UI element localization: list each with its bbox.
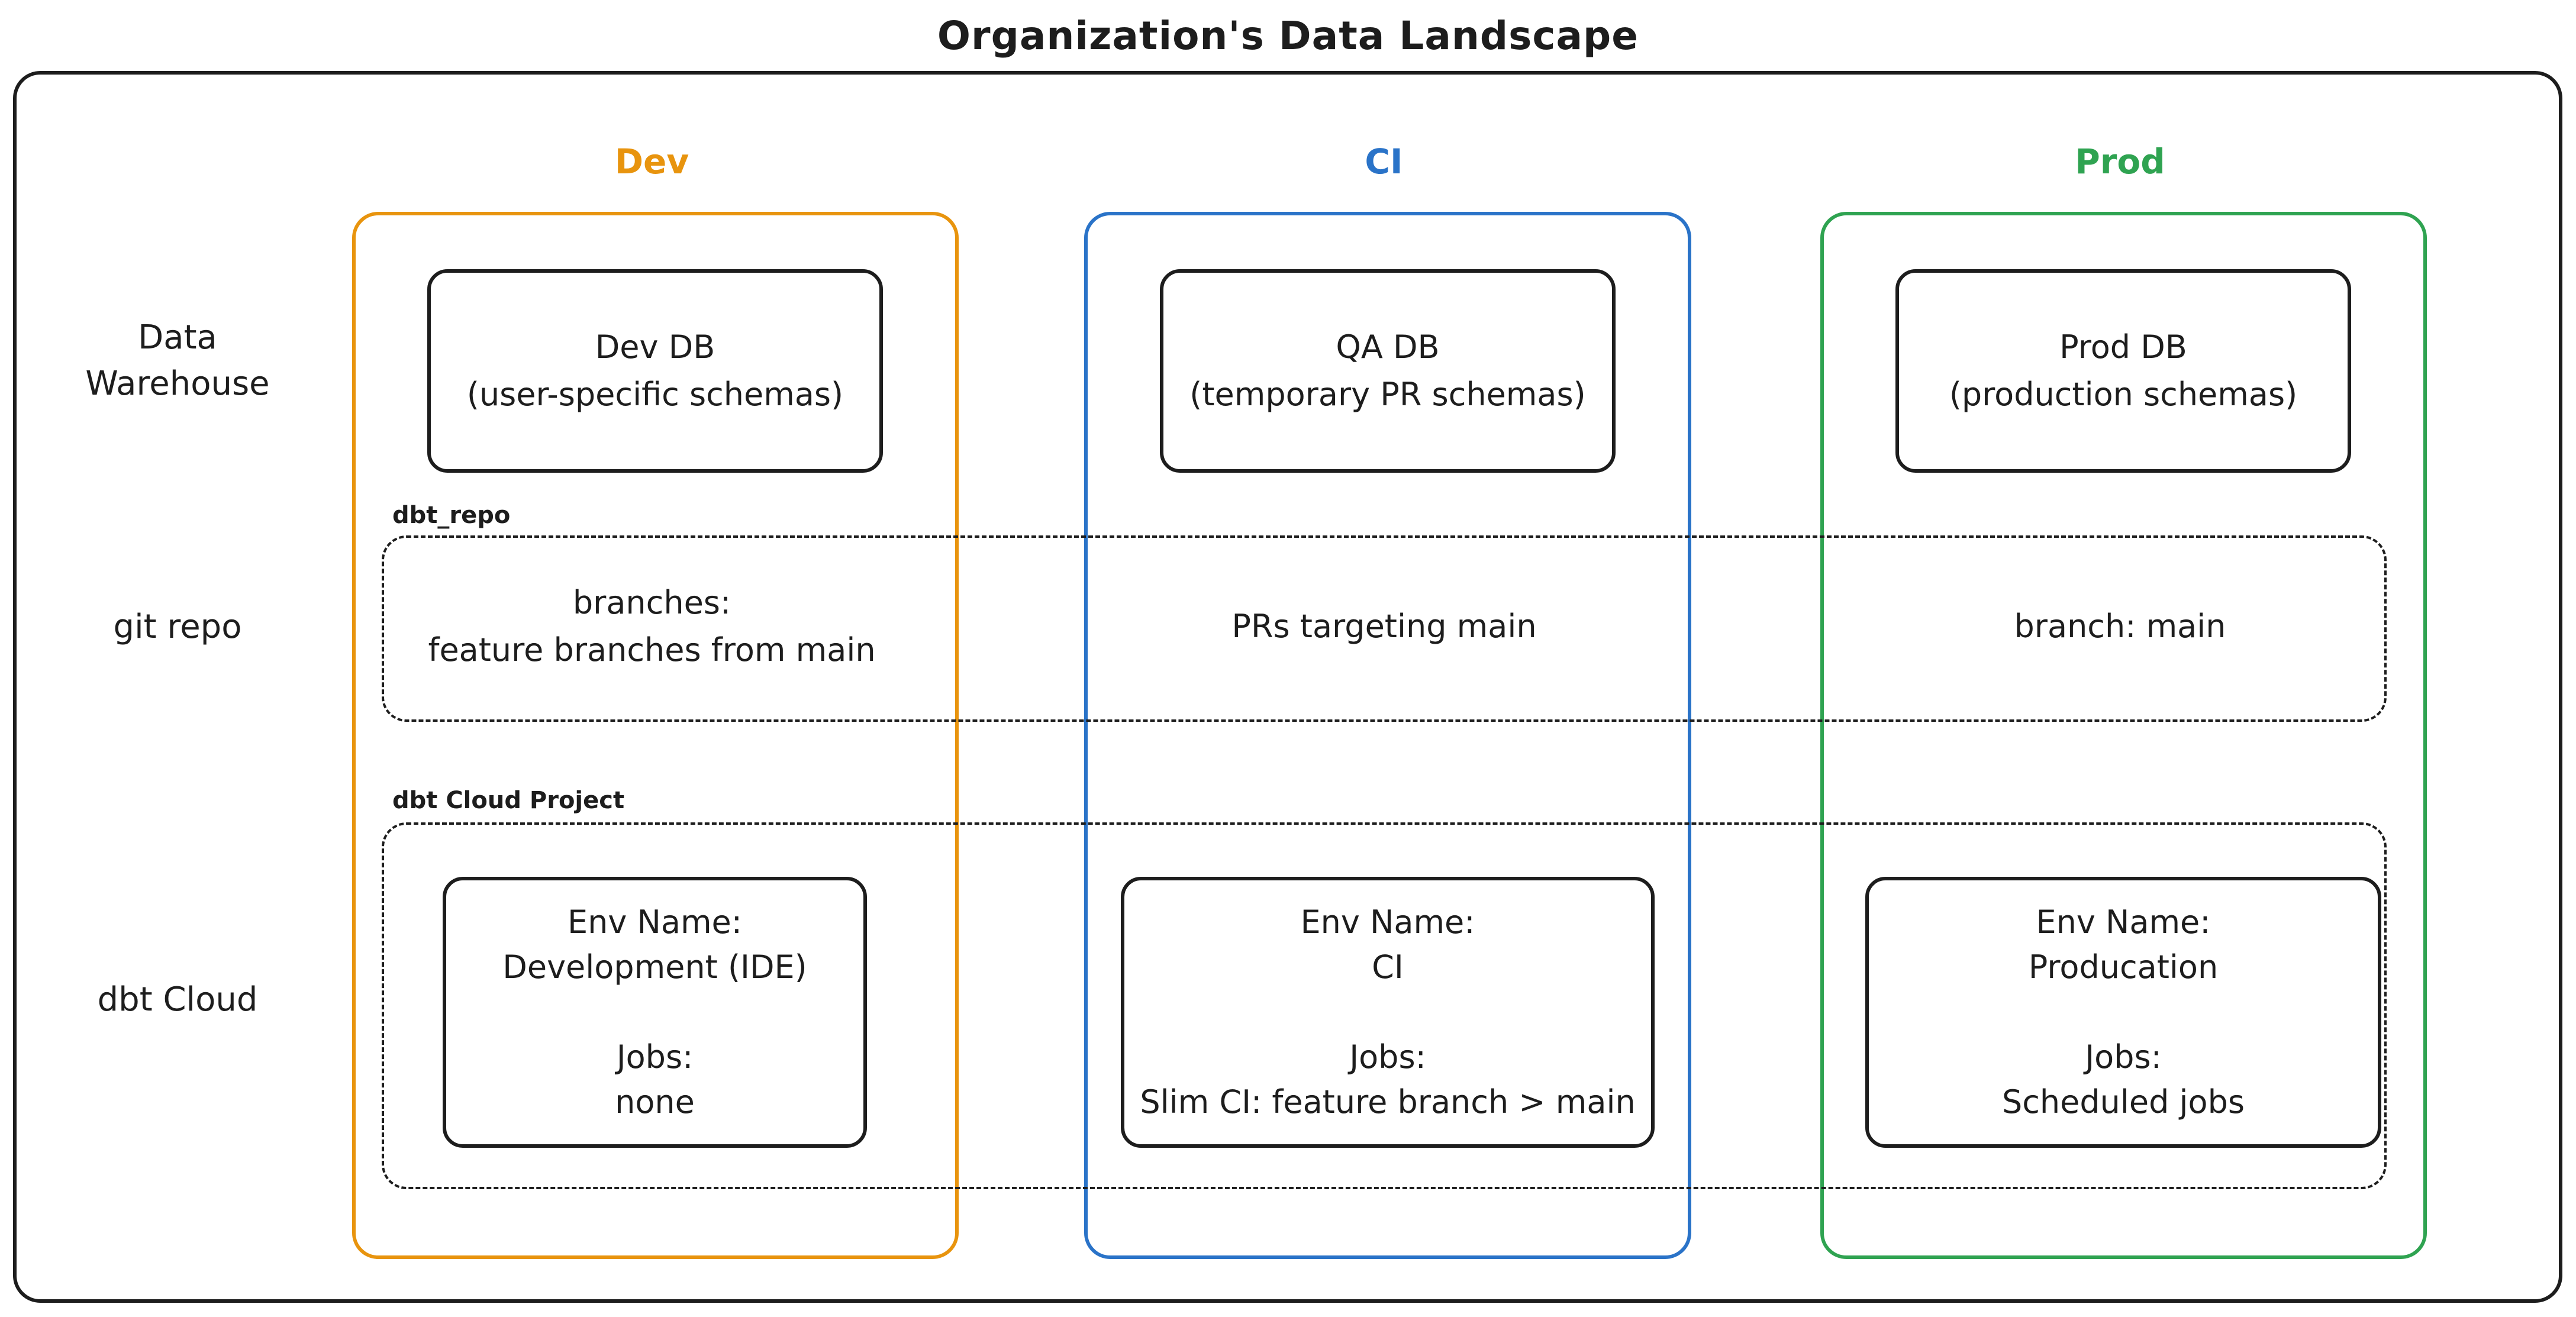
env-box-dev: Env Name: Development (IDE) Jobs: none	[443, 877, 867, 1148]
qa-db-box: QA DB (temporary PR schemas)	[1160, 269, 1616, 473]
column-box-prod	[1820, 212, 2427, 1259]
env-box-ci: Env Name: CI Jobs: Slim CI: feature bran…	[1121, 877, 1655, 1148]
dev-db-box: Dev DB (user-specific schemas)	[427, 269, 883, 473]
column-box-dev	[352, 212, 959, 1259]
row-label-data-warehouse: Data Warehouse	[85, 318, 270, 403]
dbt-repo-band-label: dbt_repo	[392, 502, 511, 529]
column-header-prod: Prod	[2075, 141, 2165, 182]
git-cell-prod: branch: main	[2014, 607, 2226, 645]
row-label-dbt-cloud: dbt Cloud	[97, 980, 258, 1019]
column-header-ci: CI	[1365, 141, 1403, 182]
env-box-prod: Env Name: Producation Jobs: Scheduled jo…	[1865, 877, 2381, 1148]
git-cell-dev: branches: feature branches from main	[428, 583, 876, 669]
column-header-dev: Dev	[614, 141, 689, 182]
git-cell-ci: PRs targeting main	[1231, 607, 1537, 645]
outer-frame	[13, 71, 2562, 1303]
dbt-repo-dashed-box	[382, 535, 2387, 722]
row-label-git-repo: git repo	[113, 608, 242, 646]
dbt-cloud-project-band-label: dbt Cloud Project	[392, 787, 625, 814]
dbt-cloud-project-dashed-box	[382, 822, 2387, 1189]
diagram-title: Organization's Data Landscape	[937, 13, 1639, 59]
prod-db-box: Prod DB (production schemas)	[1895, 269, 2351, 473]
column-box-ci	[1084, 212, 1691, 1259]
